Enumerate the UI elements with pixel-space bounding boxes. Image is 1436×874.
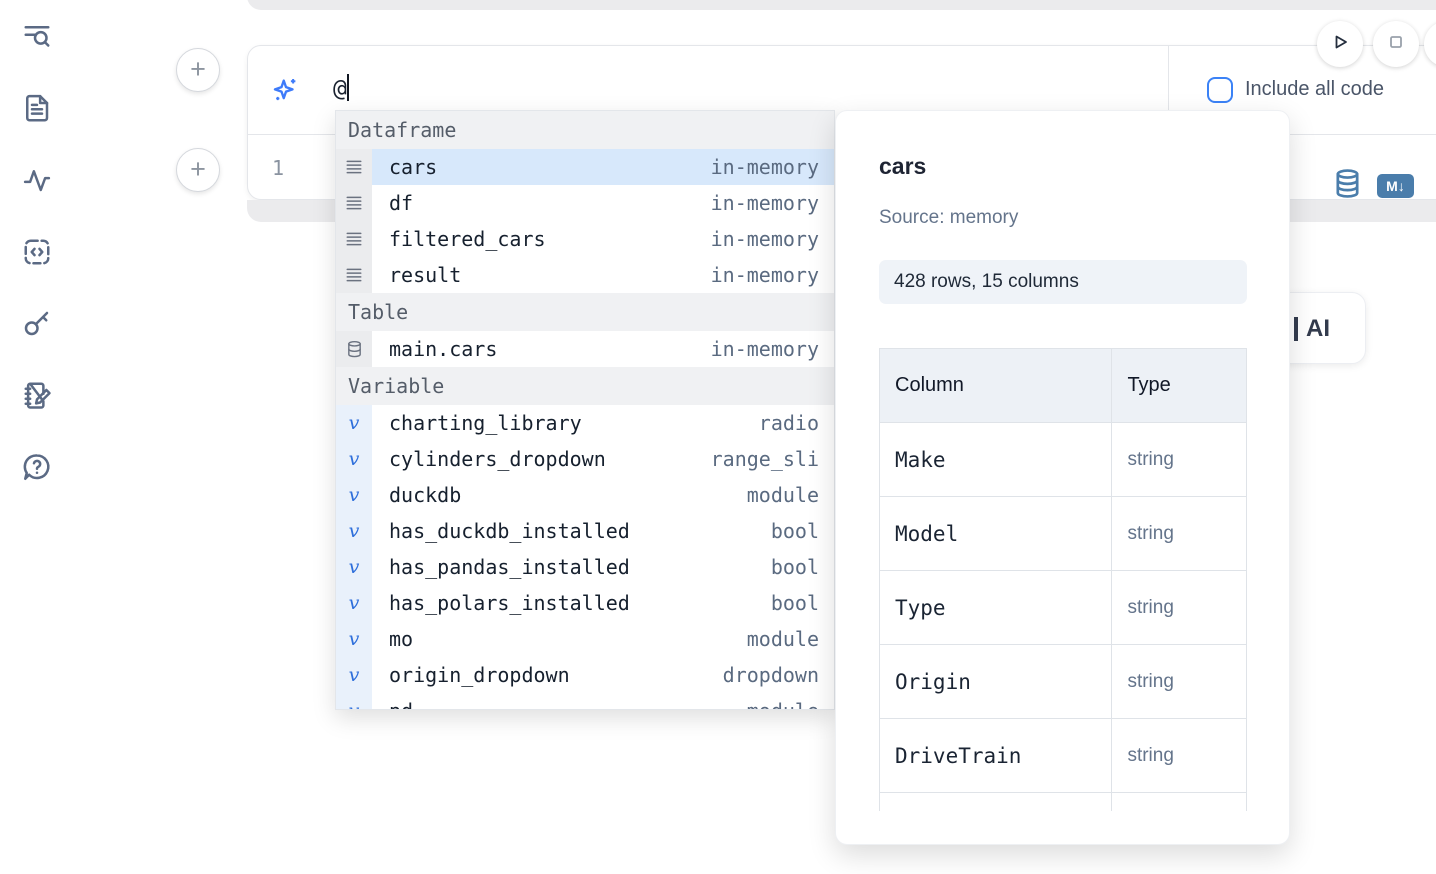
section-header-table: Table bbox=[336, 293, 834, 331]
table-row: Model string bbox=[879, 496, 1247, 571]
dataframe-rows-icon bbox=[336, 185, 372, 221]
markdown-icon[interactable]: M↓ bbox=[1377, 174, 1414, 198]
clipped-letter bbox=[1294, 317, 1298, 341]
variable-icon: v bbox=[336, 621, 372, 657]
preview-title: cars bbox=[879, 153, 927, 179]
code-snippet-icon bbox=[22, 237, 52, 272]
autocomplete-item-pd[interactable]: v pdmodule bbox=[336, 693, 834, 709]
sidebar-item-secrets[interactable] bbox=[20, 308, 54, 342]
preview-shape-badge: 428 rows, 15 columns bbox=[879, 260, 1247, 304]
prompt-value: @ bbox=[333, 76, 347, 102]
table-row: Make string bbox=[879, 422, 1247, 497]
type-header: Type bbox=[1111, 348, 1247, 423]
table-row: DriveTrain string bbox=[879, 718, 1247, 793]
sidebar-item-tracing[interactable] bbox=[20, 165, 54, 199]
extra-circle-button[interactable] bbox=[1424, 21, 1436, 67]
stop-icon bbox=[1384, 30, 1408, 59]
stop-button[interactable] bbox=[1373, 21, 1419, 67]
dataframe-preview-panel: cars Source: memory 428 rows, 15 columns… bbox=[835, 110, 1290, 845]
variable-icon: v bbox=[336, 477, 372, 513]
column-header: Column bbox=[879, 348, 1113, 423]
prompt-divider bbox=[1168, 46, 1169, 134]
table-row: Origin string bbox=[879, 644, 1247, 719]
include-all-code-label: Include all code bbox=[1245, 78, 1384, 100]
table-database-icon bbox=[336, 331, 372, 367]
ai-button-label: AI bbox=[1306, 315, 1330, 342]
sidebar-item-files[interactable] bbox=[20, 93, 54, 127]
dataframe-rows-icon bbox=[336, 221, 372, 257]
previous-cell-output-strip bbox=[247, 0, 1436, 10]
help-chat-icon bbox=[22, 452, 52, 487]
sidebar-item-help[interactable] bbox=[20, 452, 54, 486]
section-header-variable: Variable bbox=[336, 367, 834, 405]
ai-prompt-input[interactable]: @ bbox=[333, 74, 349, 102]
variable-icon: v bbox=[336, 585, 372, 621]
sidebar-item-scratchpad[interactable] bbox=[20, 380, 54, 414]
table-header-row: Column Type bbox=[879, 348, 1247, 423]
variable-icon: v bbox=[336, 441, 372, 477]
sidebar-item-table-of-contents[interactable] bbox=[20, 21, 54, 55]
sidebar bbox=[0, 0, 72, 874]
preview-schema-table: Column Type Make string Model string Typ… bbox=[879, 348, 1247, 811]
play-icon bbox=[1328, 30, 1352, 59]
dataframe-rows-icon bbox=[336, 149, 372, 185]
sidebar-item-snippets[interactable] bbox=[20, 237, 54, 271]
variable-icon: v bbox=[336, 513, 372, 549]
preview-source: Source: memory bbox=[879, 207, 1019, 228]
variable-icon: v bbox=[336, 693, 372, 709]
editor-line-number: 1 bbox=[271, 156, 285, 180]
add-cell-button-bottom[interactable]: + bbox=[176, 148, 220, 192]
search-list-icon bbox=[22, 21, 52, 56]
table-row: Type string bbox=[879, 570, 1247, 645]
database-icon[interactable] bbox=[1334, 168, 1361, 204]
document-icon bbox=[22, 93, 52, 128]
activity-icon bbox=[22, 165, 52, 200]
include-all-code-checkbox[interactable] bbox=[1207, 77, 1233, 103]
variable-icon: v bbox=[336, 405, 372, 441]
variable-icon: v bbox=[336, 549, 372, 585]
variable-icon: v bbox=[336, 657, 372, 693]
table-row-partial bbox=[879, 792, 1247, 811]
notebook-edit-icon bbox=[22, 380, 52, 415]
previous-cell-gap bbox=[247, 10, 1436, 14]
section-header-dataframe: Dataframe bbox=[336, 111, 834, 149]
add-cell-button-top[interactable]: + bbox=[176, 48, 220, 92]
dataframe-rows-icon bbox=[336, 257, 372, 293]
key-icon bbox=[22, 308, 52, 343]
text-caret bbox=[346, 74, 349, 101]
ai-sparkle-icon bbox=[270, 75, 300, 105]
run-cell-button[interactable] bbox=[1317, 21, 1363, 67]
